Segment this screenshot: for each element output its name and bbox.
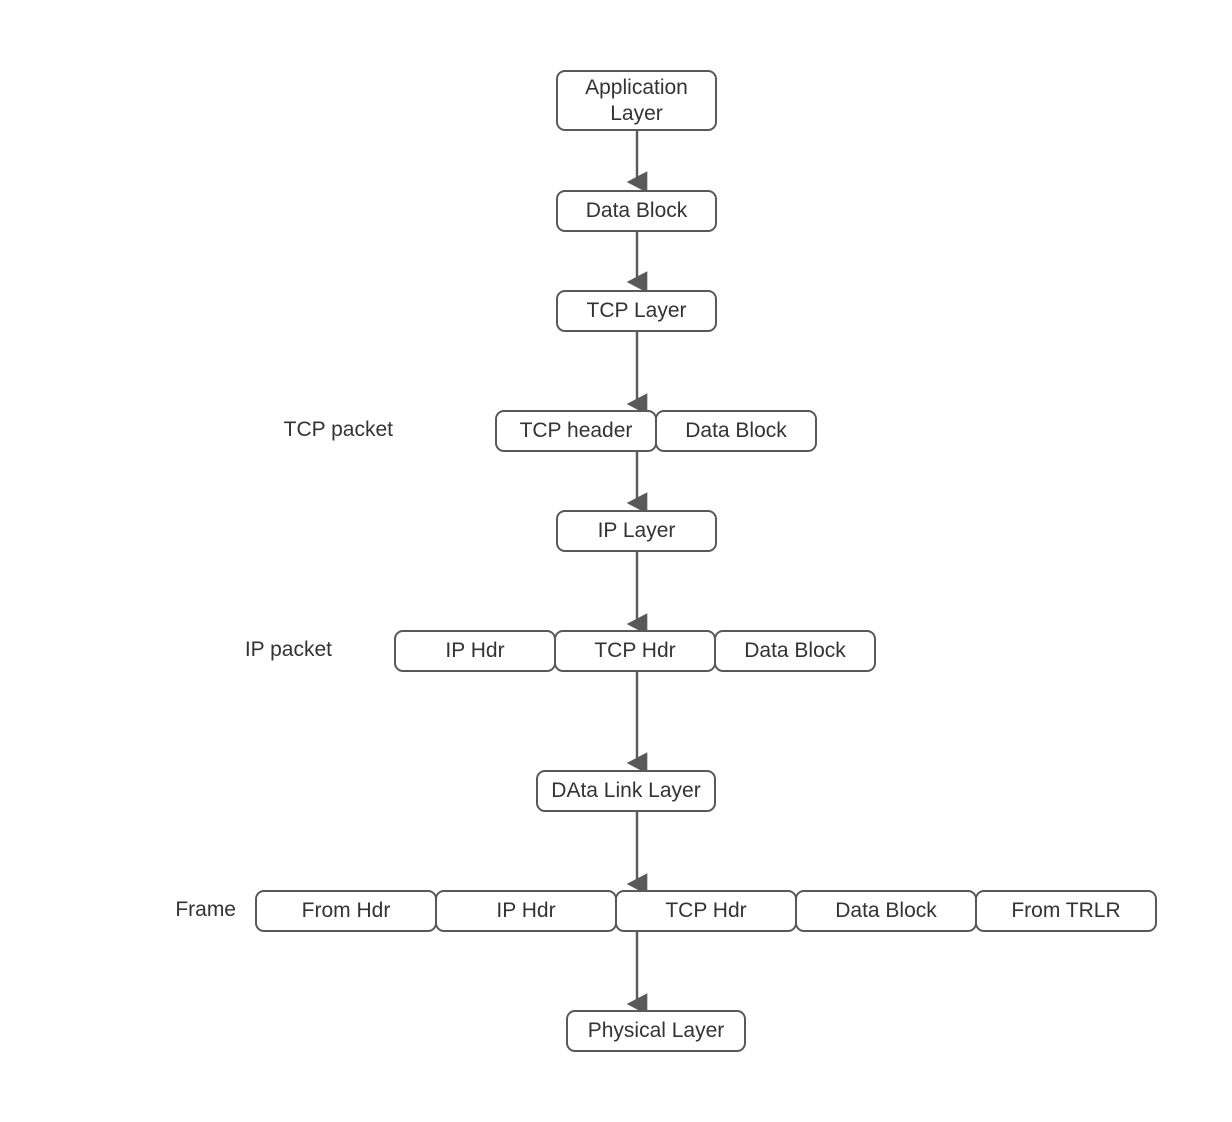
- row-label-ip-packet-text: IP packet: [244, 638, 332, 661]
- row-label-ip-packet: IP packet: [122, 638, 332, 662]
- segment-from-trlr-label: From TRLR: [1011, 899, 1121, 922]
- node-physical-layer-label: Physical Layer: [587, 1019, 725, 1043]
- packet-row-frame: From Hdr IP Hdr TCP Hdr Data Block From …: [255, 890, 1157, 932]
- segment-from-hdr-label: From Hdr: [301, 899, 391, 922]
- node-data-block[interactable]: Data Block: [556, 190, 717, 232]
- segment-tcp-header[interactable]: TCP header: [495, 410, 657, 452]
- node-tcp-layer[interactable]: TCP Layer: [556, 290, 717, 332]
- node-ip-layer-label: IP Layer: [597, 519, 676, 543]
- segment-data-block[interactable]: Data Block: [714, 630, 876, 672]
- segment-ip-hdr-label: IP Hdr: [496, 899, 556, 922]
- node-data-link-layer[interactable]: DAta Link Layer: [536, 770, 716, 812]
- segment-ip-hdr-label: IP Hdr: [445, 639, 505, 662]
- segment-tcp-header-label: TCP header: [519, 419, 633, 442]
- segment-from-hdr[interactable]: From Hdr: [255, 890, 437, 932]
- node-application-layer[interactable]: Application Layer: [556, 70, 717, 131]
- segment-data-block[interactable]: Data Block: [795, 890, 977, 932]
- node-physical-layer[interactable]: Physical Layer: [566, 1010, 746, 1052]
- segment-tcp-hdr-label: TCP Hdr: [594, 639, 676, 662]
- row-label-frame-text: Frame: [175, 898, 236, 921]
- packet-row-ip-packet: IP Hdr TCP Hdr Data Block: [394, 630, 878, 672]
- segment-tcp-hdr[interactable]: TCP Hdr: [615, 890, 797, 932]
- segment-tcp-hdr[interactable]: TCP Hdr: [554, 630, 716, 672]
- row-label-tcp-packet: TCP packet: [183, 418, 393, 442]
- node-application-layer-label: Application Layer: [585, 75, 688, 125]
- node-data-block-label: Data Block: [585, 199, 688, 223]
- node-data-link-layer-label: DAta Link Layer: [551, 779, 701, 803]
- segment-tcp-hdr-label: TCP Hdr: [665, 899, 747, 922]
- segment-ip-hdr[interactable]: IP Hdr: [394, 630, 556, 672]
- row-label-tcp-packet-text: TCP packet: [283, 418, 393, 441]
- segment-from-trlr[interactable]: From TRLR: [975, 890, 1157, 932]
- segment-data-block[interactable]: Data Block: [655, 410, 817, 452]
- segment-data-block-label: Data Block: [744, 639, 846, 662]
- packet-row-tcp-packet: TCP header Data Block: [495, 410, 817, 452]
- segment-ip-hdr[interactable]: IP Hdr: [435, 890, 617, 932]
- node-tcp-layer-label: TCP Layer: [586, 299, 687, 323]
- segment-data-block-label: Data Block: [685, 419, 787, 442]
- segment-data-block-label: Data Block: [835, 899, 937, 922]
- node-ip-layer[interactable]: IP Layer: [556, 510, 717, 552]
- row-label-frame: Frame: [56, 898, 236, 922]
